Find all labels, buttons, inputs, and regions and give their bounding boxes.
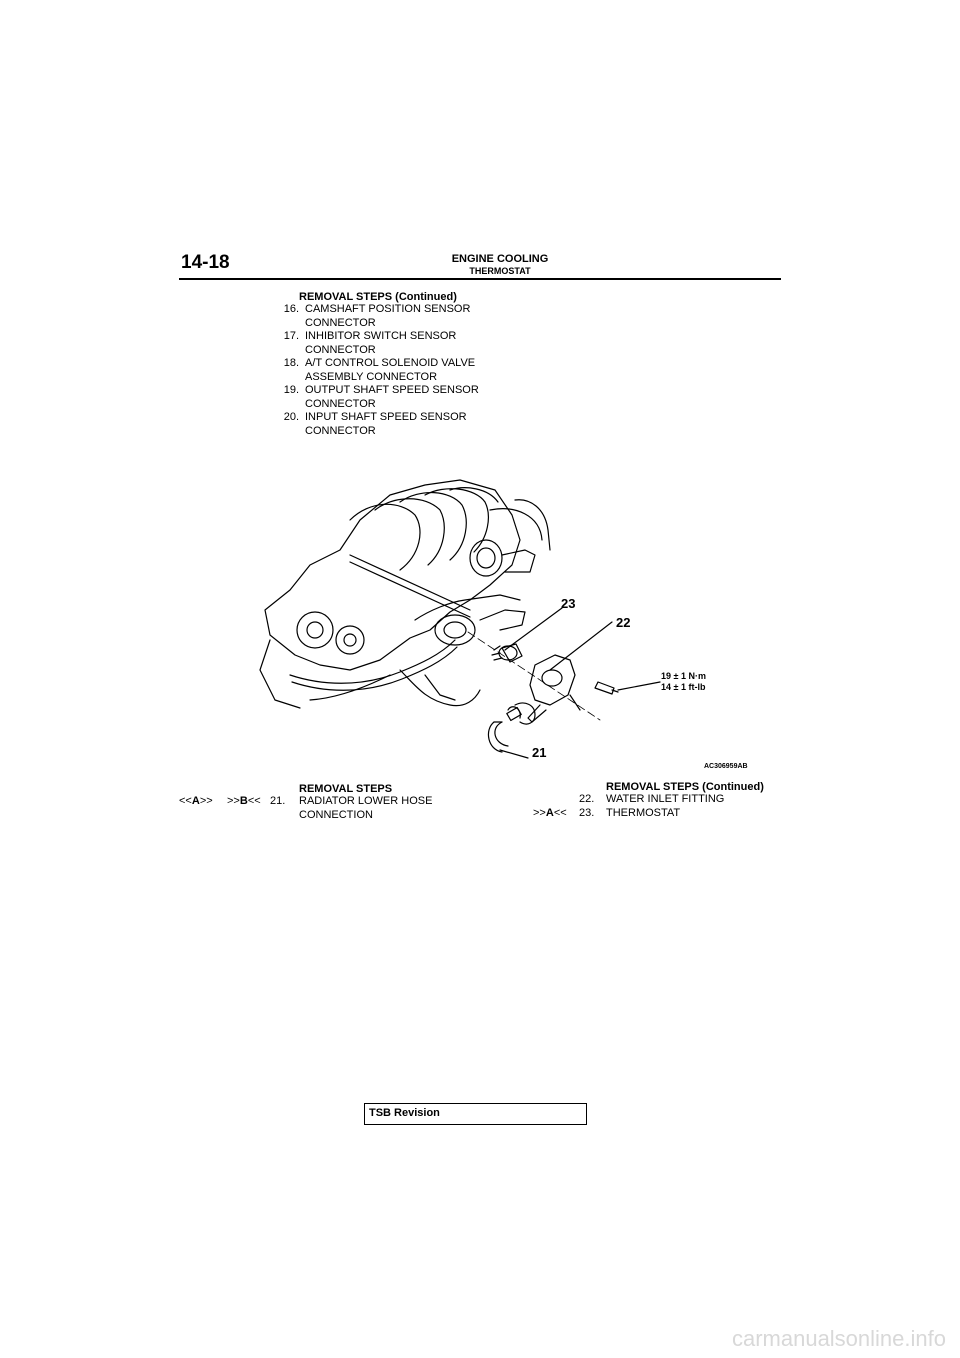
bottom-right-heading: REMOVAL STEPS (Continued): [606, 781, 764, 793]
top-removal-steps: REMOVAL STEPS (Continued) 16. CAMSHAFT PO…: [270, 291, 485, 438]
step-number: 23.: [579, 806, 595, 819]
header-rule: [179, 278, 781, 280]
tsb-revision-label: TSB Revision: [369, 1107, 440, 1119]
step-item: 18. A/T CONTROL SOLENOID VALVE ASSEMBLY C…: [270, 357, 485, 384]
step-item: 17. INHIBITOR SWITCH SENSOR CONNECTOR: [270, 330, 485, 357]
step-text: CAMSHAFT POSITION SENSOR CONNECTOR: [305, 303, 471, 329]
step-number: 16.: [283, 303, 299, 315]
step-number: 19.: [283, 384, 299, 396]
service-ref-a: <<A>>: [179, 795, 213, 807]
callout-22: 22: [616, 615, 631, 630]
service-ref: [533, 793, 579, 807]
section-subtitle: THERMOSTAT: [469, 266, 531, 276]
torque-imperial: 14 ± 1 ft-lb: [661, 682, 706, 692]
step-number: 21.: [270, 795, 286, 807]
step-text: OUTPUT SHAFT SPEED SENSOR CONNECTOR: [305, 384, 479, 410]
engine-thermostat-figure: 23 22 21 19 ± 1 N·m 14 ± 1 ft-lb AC30695…: [250, 460, 760, 780]
bottom-left-heading: REMOVAL STEPS: [299, 783, 393, 795]
top-steps-heading: REMOVAL STEPS (Continued): [299, 291, 457, 303]
figure-code: AC306959AB: [704, 763, 748, 770]
step-item: <<A>> >>B<< 21. RADIATOR LOWER HOSE CONN…: [179, 795, 479, 822]
step-number: 17.: [283, 330, 299, 342]
callout-23: 23: [561, 596, 576, 611]
step-item: 19. OUTPUT SHAFT SPEED SENSOR CONNECTOR: [270, 384, 485, 411]
torque-spec: 19 ± 1 N·m 14 ± 1 ft-lb: [661, 671, 706, 693]
callout-21: 21: [532, 745, 547, 760]
tsb-revision-box: TSB Revision: [364, 1103, 587, 1125]
page-number: 14-18: [181, 252, 230, 273]
step-number: 20.: [283, 411, 299, 423]
step-text: A/T CONTROL SOLENOID VALVE ASSEMBLY CONN…: [305, 357, 476, 383]
torque-metric: 19 ± 1 N·m: [661, 671, 706, 681]
watermark-url: carmanualsonline.info: [731, 1326, 946, 1351]
step-number: 18.: [283, 357, 299, 369]
step-item: 20. INPUT SHAFT SPEED SENSOR CONNECTOR: [270, 411, 485, 438]
step-text: THERMOSTAT: [606, 806, 681, 819]
service-ref: >>A<<: [533, 806, 567, 819]
step-number: 22.: [579, 793, 595, 805]
step-text: RADIATOR LOWER HOSE CONNECTION: [299, 795, 433, 821]
step-text: INHIBITOR SWITCH SENSOR CONNECTOR: [305, 330, 457, 356]
top-step-list: 16. CAMSHAFT POSITION SENSOR CONNECTOR 17…: [270, 303, 485, 438]
bottom-right-removal-steps: REMOVAL STEPS (Continued) 22. WATER INLE…: [533, 781, 783, 820]
engine-illustration: [259, 479, 661, 759]
step-item: 16. CAMSHAFT POSITION SENSOR CONNECTOR: [270, 303, 485, 330]
step-item: >>A<< 23. THERMOSTAT: [533, 807, 783, 821]
step-text: WATER INLET FITTING: [606, 793, 725, 805]
bottom-left-removal-steps: REMOVAL STEPS <<A>> >>B<< 21. RADIATOR L…: [179, 783, 479, 822]
service-ref-b: >>B<<: [227, 795, 261, 807]
section-title: ENGINE COOLING: [451, 253, 549, 265]
step-text: INPUT SHAFT SPEED SENSOR CONNECTOR: [305, 411, 467, 437]
step-item: 22. WATER INLET FITTING: [533, 793, 783, 807]
